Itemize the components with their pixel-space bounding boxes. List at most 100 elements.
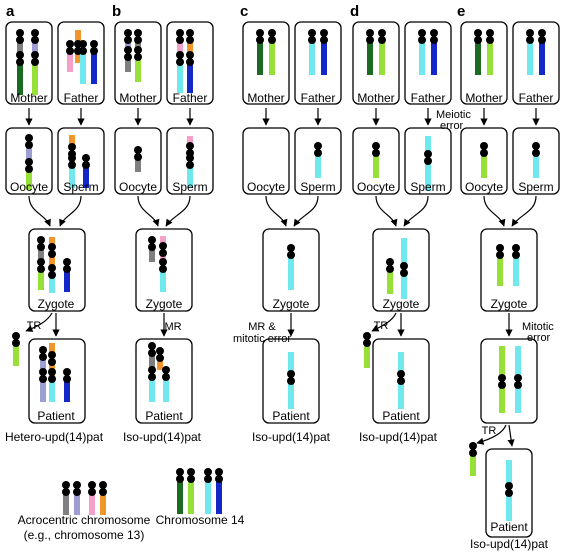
a-patient-label: Patient [37,409,75,423]
b-father-label: Father [173,91,208,105]
a-oocyte-box [5,127,53,195]
c-sperm-box [294,127,342,195]
a-z-pat14a [48,264,56,293]
c-arrow-o [265,195,288,227]
e-mitotic2: error [527,332,551,344]
e-father-label: Father [519,91,554,105]
e-zygote-box [480,228,538,312]
panel-letter-d: d [350,3,359,20]
b-oocyte-label: Oocyte [119,180,157,194]
c-mother-label: Mother [247,91,284,105]
c-arrow-s [293,195,319,227]
b-father-box [166,21,214,105]
c-m-chr14b [268,29,276,75]
c-father-box [294,21,342,105]
e-mitotic1: Mitotic [522,321,554,333]
a-father-label: Father [64,91,99,105]
a-mother-box [5,21,53,105]
c-f-chr14a [308,29,316,75]
c-s-chr14 [314,142,322,178]
d-caption: Iso-upd(14)pat [359,430,438,444]
cell-boxes [5,21,560,538]
b-oocyte-box [114,127,162,195]
d-m-chr14b [378,29,386,75]
e-oocyte-label: Oocyte [465,180,503,194]
d-tr-label: TR [374,320,389,332]
e-mother-box [460,21,508,105]
e-z-chr14p [512,244,520,286]
a-caption: Hetero-upd(14)pat [5,430,104,444]
legend-acro-label2: (e.g., chromosome 13) [24,528,145,542]
d-father-label: Father [411,91,446,105]
d-father-box [404,21,452,105]
d-sperm-box [404,127,452,195]
c-zygote-box [262,228,320,312]
panel-letter-e: e [457,3,465,20]
a-p-pat14b [63,368,71,402]
d-z-chr14m [386,258,394,294]
c-event2: mitotic error [233,333,291,345]
legend-acro-orange [99,481,107,515]
b-mother-box [114,21,162,105]
d-zygote-label: Zygote [383,297,420,311]
legend-chr14-blue [215,468,223,514]
d-patient-box [372,338,430,424]
b-f-chr14a [176,51,184,93]
d-arrow-o [375,195,398,227]
e-zygote-label: Zygote [491,297,528,311]
b-zygote-box [135,228,193,312]
a-sperm-label: Sperm [63,180,98,194]
a-patient-box [28,338,86,424]
e-mitotic-box [480,338,538,424]
b-patient-box [135,338,193,424]
d-o-chr14 [372,142,380,178]
d-mother-box [352,21,400,105]
a-m-acro1 [16,29,24,55]
e-mother-label: Mother [465,91,502,105]
c-sperm-label: Sperm [300,180,335,194]
e-sperm-label: Sperm [518,180,553,194]
chromosomes [12,29,546,521]
e-f-chr14b [538,29,546,75]
legend-chr14-label: Chromosome 14 [156,513,245,527]
c-p-chr14 [287,352,295,409]
a-mother-label: Mother [10,91,47,105]
legend-acro-grey [62,481,70,515]
b-o-acro [134,146,142,172]
a-o-acro [25,134,33,162]
c-oocyte-box [242,127,290,195]
panel-letter-b: b [112,3,121,20]
d-mother-label: Mother [357,91,394,105]
e-s-chr14 [532,142,540,178]
d-tr-chr14 [363,332,371,368]
a-p-pat14a [48,368,56,402]
e-p-chr14 [505,460,513,521]
panel-letter-c: c [240,3,248,20]
a-arrow-o [28,195,51,227]
e-m-chr14b [486,29,494,75]
d-meiotic2: error [440,120,464,132]
e-father-box [512,21,560,105]
panel-letter-a: a [6,3,15,20]
a-tr-chr14 [12,332,20,366]
e-arrow-tr [476,424,507,445]
b-arrow-s [165,195,191,227]
e-m-chr14a [474,29,482,75]
d-f-chr14a [418,29,426,75]
e-z-chr14m [496,244,504,286]
c-patient-box [262,338,320,424]
c-f-chr14b [320,29,328,75]
e-arrow-s [511,195,537,227]
e-oocyte-box [460,127,508,195]
b-zygote-label: Zygote [146,297,183,311]
a-m-chr14a [16,51,24,95]
b-s-chr14 [186,154,194,188]
b-p-acro2 [156,347,164,370]
b-p-acro1 [148,342,156,368]
a-f-acro1 [66,40,74,72]
a-oocyte-label: Oocyte [10,180,48,194]
a-m-chr14b [31,51,39,95]
e-tr-chr14 [469,442,477,476]
b-p-chr14a [148,366,156,402]
